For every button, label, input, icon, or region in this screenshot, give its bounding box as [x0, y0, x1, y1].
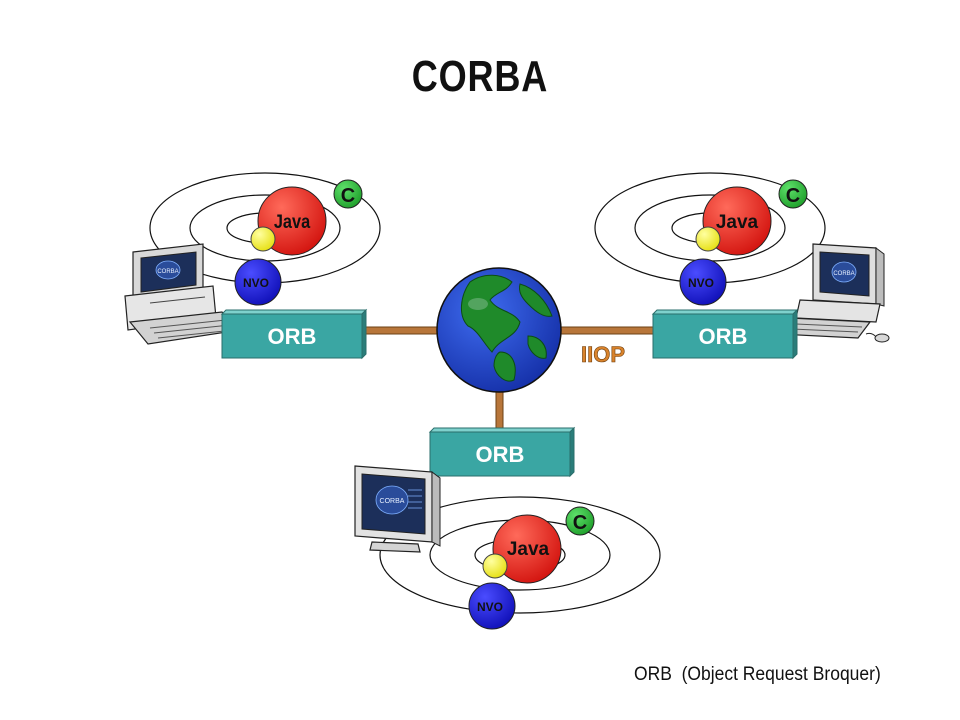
- yellow-sphere: [695, 226, 721, 252]
- nvo-label: NVO: [477, 600, 503, 614]
- node-bottom: ORB CORBA Java C NVO: [354, 426, 661, 630]
- orb-definition-note: ORB (Object Request Broquer): [634, 664, 881, 685]
- page-title: CORBA: [411, 52, 549, 101]
- orb-label: ORB: [476, 442, 525, 467]
- orb-box-left: ORB: [220, 308, 368, 360]
- link-right: [552, 326, 654, 335]
- iiop-label: IIOP: [581, 342, 625, 367]
- screen-logo: CORBA: [157, 269, 178, 275]
- orb-box-bottom: ORB: [428, 426, 576, 478]
- java-label: Java: [274, 211, 310, 232]
- c-sphere: [333, 179, 363, 209]
- java-label: Java: [716, 212, 759, 233]
- nvo-sphere: [679, 258, 727, 306]
- java-label: Java: [507, 539, 550, 560]
- screen-logo: CORBA: [833, 271, 854, 277]
- orb-label: ORB: [268, 324, 317, 349]
- monitor-icon: CORBA: [354, 465, 441, 553]
- nvo-label: NVO: [243, 276, 269, 290]
- desktop-computer-icon: CORBA: [776, 243, 890, 343]
- nvo-label: NVO: [688, 276, 714, 290]
- yellow-sphere: [250, 226, 276, 252]
- node-left: Java C NVO CORBA ORB: [124, 172, 381, 360]
- nvo-sphere: [468, 582, 516, 630]
- link-left: [364, 326, 446, 335]
- orb-label: ORB: [699, 324, 748, 349]
- c-label: C: [341, 185, 355, 207]
- nvo-sphere: [234, 258, 282, 306]
- screen-logo: CORBA: [380, 498, 405, 505]
- globe-icon: [436, 267, 562, 393]
- orb-box-right: ORB: [651, 308, 799, 360]
- yellow-sphere: [482, 553, 508, 579]
- node-right: Java C NVO CORBA: [594, 172, 890, 360]
- desktop-computer-icon: CORBA: [124, 243, 242, 345]
- c-label: C: [573, 512, 587, 534]
- c-sphere: [778, 179, 808, 209]
- c-sphere: [565, 506, 595, 536]
- java-sphere: [492, 514, 562, 584]
- c-label: C: [786, 185, 800, 207]
